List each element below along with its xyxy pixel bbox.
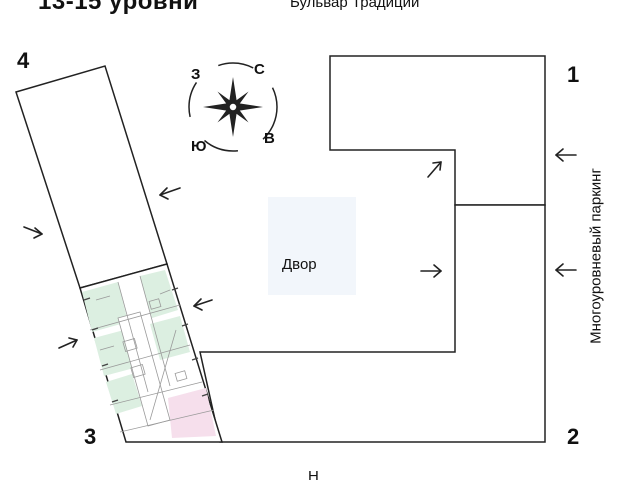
parking-arrow-icon (555, 148, 577, 162)
building-3-number[interactable]: 3 (84, 424, 97, 449)
compass-rose-icon (188, 62, 278, 152)
building-2-outline[interactable] (199, 204, 546, 443)
building-1-outline[interactable] (329, 55, 546, 206)
parking-label: Многоуровневый паркинг (587, 168, 605, 344)
compass-west-label: З (191, 66, 201, 83)
building-4-outline[interactable] (15, 65, 168, 289)
building-4-number[interactable]: 4 (17, 48, 30, 73)
apartment-green-2[interactable] (140, 270, 178, 318)
apartment-green-1[interactable] (82, 282, 128, 332)
yard-area (268, 197, 356, 295)
yard-label: Двор (282, 256, 317, 273)
street-name-top: Бульвар Традиций (290, 0, 420, 11)
building-1-number[interactable]: 1 (567, 62, 580, 87)
parking-arrow-icon (555, 263, 577, 277)
entrance-arrow-icon (23, 226, 43, 239)
apartment-pink-1[interactable] (168, 388, 216, 438)
entrance-arrow-icon (427, 161, 442, 178)
levels-title: 13-15 уровни (38, 0, 199, 15)
compass-east-label: В (264, 130, 275, 147)
entrance-arrow-icon (420, 264, 442, 278)
entrance-arrow-icon (193, 298, 213, 311)
building-2-number[interactable]: 2 (567, 424, 580, 449)
compass-north-label: С (254, 61, 265, 78)
compass-south-label: Ю (191, 138, 207, 155)
street-name-bottom: Н (308, 468, 319, 480)
building-3-floor-plan[interactable] (79, 263, 224, 443)
entrance-arrow-icon (58, 337, 78, 349)
entrance-arrow-icon (159, 187, 181, 200)
